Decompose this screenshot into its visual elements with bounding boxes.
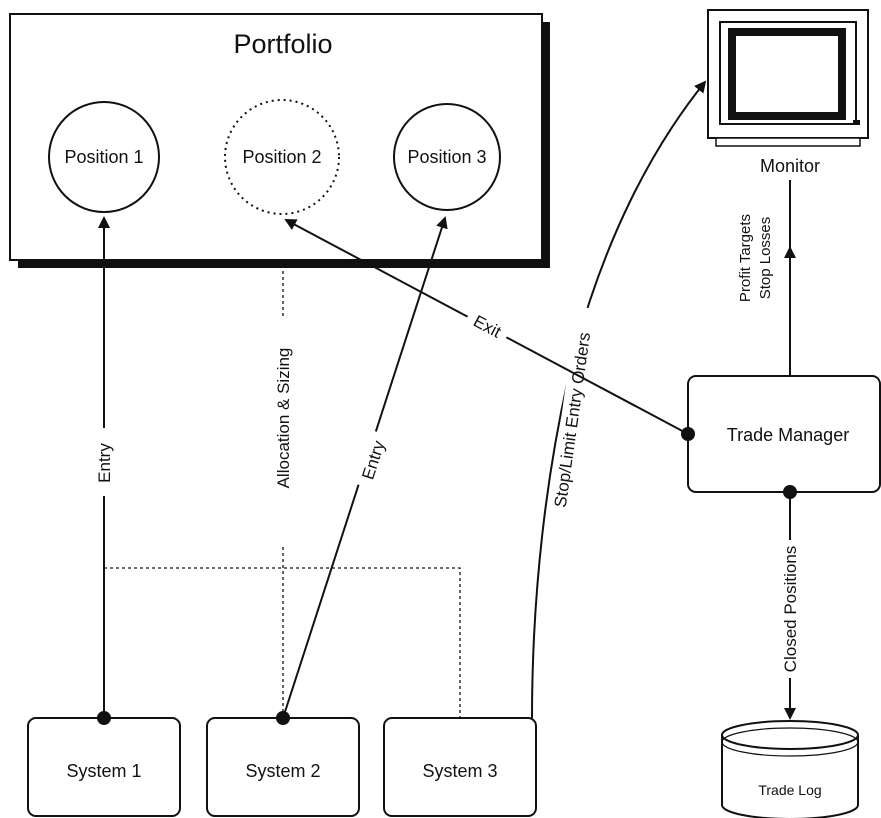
trade-log-label: Trade Log: [758, 782, 821, 798]
edge-allocation: Allocation & Sizing: [274, 316, 293, 544]
position-3: Position 3: [393, 103, 501, 211]
edge-exit: Exit: [284, 219, 695, 441]
entry-1-label: Entry: [95, 443, 114, 483]
system-3-label: System 3: [422, 761, 497, 781]
system-1-label: System 1: [66, 761, 141, 781]
position-1-circle: [48, 101, 160, 213]
portfolio-title: Portfolio: [233, 29, 332, 59]
system-2: System 2: [206, 717, 360, 817]
position-3-label: Position 3: [407, 147, 486, 167]
edge-entry-system1: Entry: [95, 216, 114, 725]
entry-2-label: Entry: [358, 438, 388, 482]
profit-targets-label: Profit Targets: [737, 214, 754, 302]
allocation-label: Allocation & Sizing: [274, 348, 293, 489]
position-1-label: Position 1: [64, 147, 143, 167]
trade-manager-box: Trade Manager: [687, 375, 881, 493]
position-1: Position 1: [48, 101, 160, 213]
system-1: System 1: [27, 717, 181, 817]
system-3: System 3: [383, 717, 537, 817]
edge-entry-system2: Entry: [276, 216, 448, 725]
position-2: Position 2: [224, 99, 340, 215]
stop-losses-label: Stop Losses: [757, 217, 774, 300]
closed-positions-label: Closed Positions: [781, 546, 800, 673]
system-2-label: System 2: [245, 761, 320, 781]
position-2-label: Position 2: [242, 147, 321, 167]
trade-manager-label: Trade Manager: [727, 425, 849, 445]
position-3-circle: [393, 103, 501, 211]
edge-closed-positions: Closed Positions: [781, 485, 800, 720]
stop-limit-label: Stop/Limit Entry Orders: [551, 331, 594, 509]
edge-stop-limit-orders: Stop/Limit Entry Orders: [531, 80, 707, 719]
allocation-connector: [104, 265, 461, 718]
position-2-circle: [224, 99, 340, 215]
monitor-icon: Monitor: [707, 9, 869, 176]
monitor-label: Monitor: [760, 156, 820, 176]
trade-log-database: Trade Log: [721, 720, 859, 818]
edge-profit-stop: Profit Targets Stop Losses: [737, 180, 796, 376]
